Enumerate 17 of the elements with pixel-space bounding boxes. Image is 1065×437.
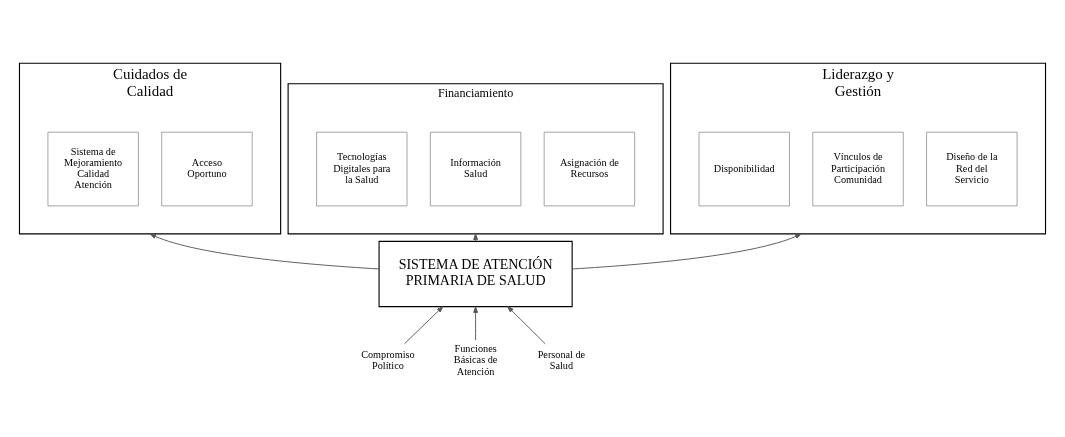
arrow (403, 306, 444, 345)
node-box: Tecnologías Digitales para la Salud (316, 131, 408, 207)
arrow (473, 233, 479, 242)
node-text: Personal de Salud (537, 348, 586, 371)
arrow (473, 306, 479, 341)
node-box: Disponibilidad (698, 131, 790, 207)
arrow (571, 233, 802, 270)
arrow (507, 306, 546, 345)
node-box: Vínculos de Participación Comunidad (812, 131, 904, 207)
node-box: Diseño de la Red del Servicio (926, 131, 1018, 207)
node-text: Funciones Básicas de Atención (453, 343, 498, 377)
node-text: Compromiso Político (361, 348, 415, 371)
node-box: Información Salud (430, 131, 522, 207)
node-box: Acceso Oportuno (161, 131, 253, 207)
arrow (149, 233, 380, 270)
node-box: Asignación de Recursos (543, 131, 635, 207)
node-box: Sistema de Mejoramiento Calidad Atención (47, 131, 139, 207)
